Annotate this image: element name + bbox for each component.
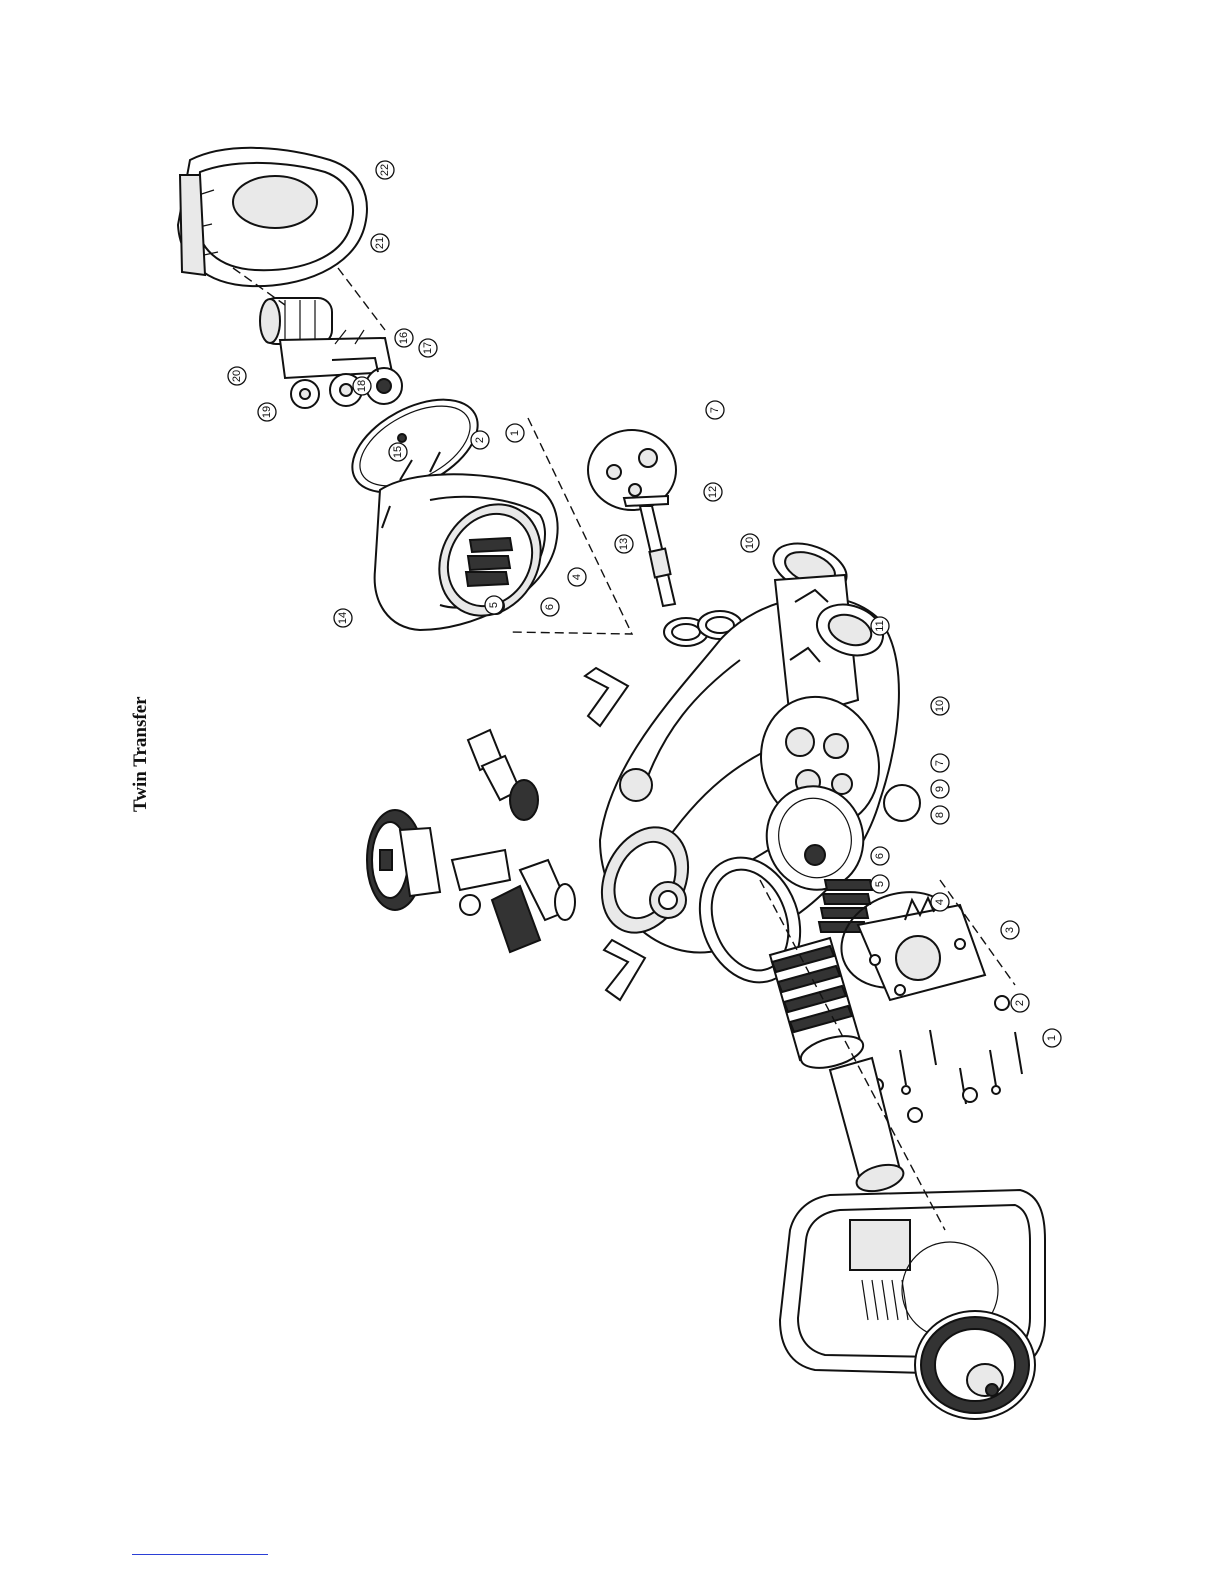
callout-label: 5 [488,602,500,608]
callout-8: 8 [931,806,949,824]
callout-2: 2 [471,431,489,449]
callout-18: 18 [353,377,371,395]
callout-label: 1 [1046,1035,1058,1041]
callout-1: 1 [506,424,524,442]
bolts-washers-lower [871,996,1022,1122]
callout-14: 14 [334,609,352,627]
callout-label: 10 [744,537,756,549]
elbow-fitting-upper [468,730,538,820]
callout-label: 2 [474,437,486,443]
callout-label: 22 [379,164,391,176]
callout-label: 7 [709,407,721,413]
callout-label: 17 [422,342,434,354]
callout-label: 11 [874,620,886,631]
callout-3: 3 [1001,921,1019,939]
callout-label: 18 [356,380,368,392]
callout-7: 7 [931,754,949,772]
part-3-end-plate [858,898,985,1000]
part-20-motor [260,298,332,344]
callout-16: 16 [395,329,413,347]
part-22-end-cover [178,148,367,286]
callout-4: 4 [931,893,949,911]
callout-11: 11 [871,617,889,635]
callout-label: 6 [874,853,886,859]
callout-2: 2 [1011,994,1029,1012]
callout-4: 4 [568,568,586,586]
callout-10: 10 [741,534,759,552]
callout-22: 22 [376,161,394,179]
callout-label: 5 [874,881,886,887]
callout-label: 15 [392,446,404,458]
callout-label: 20 [231,370,243,382]
callout-label: 4 [571,574,583,580]
callout-label: 3 [1004,927,1016,933]
part-19-gear-housing [280,330,402,408]
callout-label: 21 [374,237,386,249]
callout-9: 9 [931,780,949,798]
callout-5: 5 [871,875,889,893]
callout-label: 19 [261,406,273,418]
callout-label: 16 [398,332,410,344]
callout-20: 20 [228,367,246,385]
retaining-clip-upper [585,668,628,726]
retaining-clip-lower [604,940,645,1000]
controller-knob [915,1311,1035,1419]
callout-6: 6 [871,847,889,865]
callout-label: 9 [934,786,946,792]
callout-17: 17 [419,339,437,357]
callout-10: 10 [931,697,949,715]
part-12-shaft [640,506,675,606]
callout-label: 1 [509,430,521,436]
callout-19: 19 [258,403,276,421]
callout-7: 7 [706,401,724,419]
callout-label: 14 [337,612,349,624]
part-13-pin [624,496,668,506]
callout-1: 1 [1043,1029,1061,1047]
drive-rod-lower [830,1058,906,1196]
callout-15: 15 [389,443,407,461]
callout-12: 12 [704,483,722,501]
callout-label: 7 [934,760,946,766]
cap-assembly-loose [367,810,440,910]
footnote-rule [132,1554,268,1555]
callout-label: 4 [934,899,946,905]
assembly-guide-lines [233,268,1015,1230]
callout-label: 12 [707,486,719,498]
callout-5: 5 [485,596,503,614]
callout-13: 13 [615,535,633,553]
callout-6: 6 [541,598,559,616]
callout-label: 10 [934,700,946,712]
part-14-mounting-cover [375,474,561,634]
callout-label: 6 [544,604,556,610]
callout-label: 8 [934,812,946,818]
callout-label: 2 [1014,1000,1026,1006]
callout-label: 13 [618,538,630,550]
callout-21: 21 [371,234,389,252]
